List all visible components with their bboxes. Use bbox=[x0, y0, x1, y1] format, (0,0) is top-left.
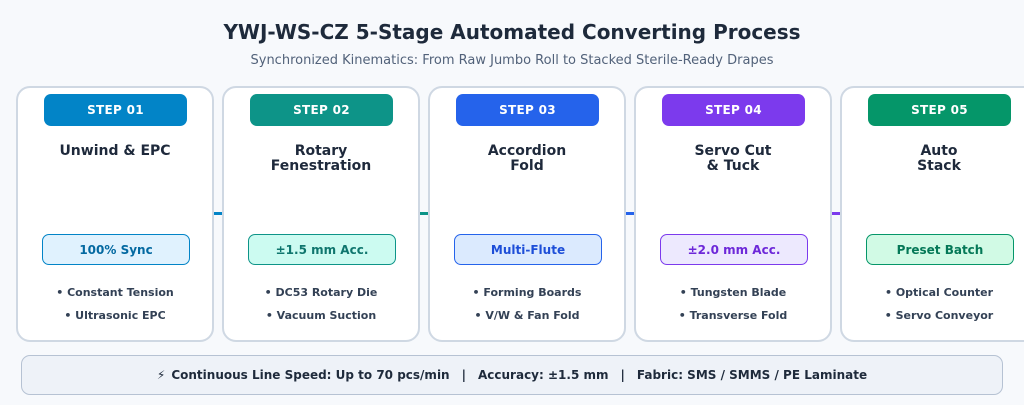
step-connector bbox=[214, 212, 222, 215]
step-features: • Forming Boards • V/W & Fan Fold bbox=[430, 286, 624, 332]
feature-item: • Tungsten Blade bbox=[679, 286, 787, 299]
step-name: Auto Stack bbox=[917, 143, 961, 174]
step-connector bbox=[626, 212, 634, 215]
diagram-title: YWJ-WS-CZ 5-Stage Automated Converting P… bbox=[223, 20, 801, 44]
step-card: STEP 01 Unwind & EPC 100% Sync • Constant T… bbox=[16, 86, 214, 342]
step-features: • Optical Counter • Servo Conveyor bbox=[842, 286, 1024, 332]
step-card: STEP 02 Rotary Fenestration ±1.5 mm Acc. • … bbox=[222, 86, 420, 342]
step-badge: STEP 03 bbox=[456, 94, 599, 126]
step-metric-badge: ±2.0 mm Acc. bbox=[660, 234, 808, 265]
feature-item: • V/W & Fan Fold bbox=[474, 309, 580, 322]
step-connector bbox=[420, 212, 428, 215]
step-name: Accordion Fold bbox=[487, 143, 567, 174]
step-badge: STEP 02 bbox=[250, 94, 393, 126]
footer-separator: | bbox=[461, 368, 466, 382]
feature-item: • DC53 Rotary Die bbox=[264, 286, 378, 299]
feature-item: • Optical Counter bbox=[884, 286, 994, 299]
lightning-icon: ⚡ bbox=[156, 368, 166, 382]
step-card: STEP 04 Servo Cut & Tuck ±2.0 mm Acc. • Tun… bbox=[634, 86, 832, 342]
step-name: Servo Cut & Tuck bbox=[694, 143, 772, 174]
footer-accuracy: Accuracy: ±1.5 mm bbox=[478, 368, 609, 382]
step-name: Unwind & EPC bbox=[59, 143, 171, 159]
step-features: • Tungsten Blade • Transverse Fold bbox=[636, 286, 830, 332]
step-connector bbox=[832, 212, 840, 215]
step-badge: STEP 04 bbox=[662, 94, 805, 126]
specs-footer: ⚡ Continuous Line Speed: Up to 70 pcs/mi… bbox=[21, 355, 1003, 395]
footer-separator: | bbox=[620, 368, 625, 382]
step-features: • Constant Tension • Ultrasonic EPC bbox=[18, 286, 212, 332]
step-badge: STEP 05 bbox=[868, 94, 1011, 126]
diagram-subtitle: Synchronized Kinematics: From Raw Jumbo … bbox=[250, 53, 774, 68]
footer-fabric: Fabric: SMS / SMMS / PE Laminate bbox=[636, 368, 868, 382]
feature-item: • Vacuum Suction bbox=[265, 309, 377, 322]
feature-item: • Ultrasonic EPC bbox=[64, 309, 166, 322]
step-metric-badge: ±1.5 mm Acc. bbox=[248, 234, 396, 265]
step-features: • DC53 Rotary Die • Vacuum Suction bbox=[224, 286, 418, 332]
footer-line-speed: Continuous Line Speed: Up to 70 pcs/min bbox=[171, 368, 450, 382]
feature-item: • Forming Boards bbox=[472, 286, 582, 299]
feature-item: • Servo Conveyor bbox=[884, 309, 994, 322]
feature-item: • Constant Tension bbox=[56, 286, 174, 299]
step-metric-badge: Preset Batch bbox=[866, 234, 1014, 265]
step-metric-badge: 100% Sync bbox=[42, 234, 190, 265]
step-metric-badge: Multi-Flute bbox=[454, 234, 602, 265]
step-badge: STEP 01 bbox=[44, 94, 187, 126]
feature-item: • Transverse Fold bbox=[678, 309, 788, 322]
step-name: Rotary Fenestration bbox=[270, 143, 372, 174]
